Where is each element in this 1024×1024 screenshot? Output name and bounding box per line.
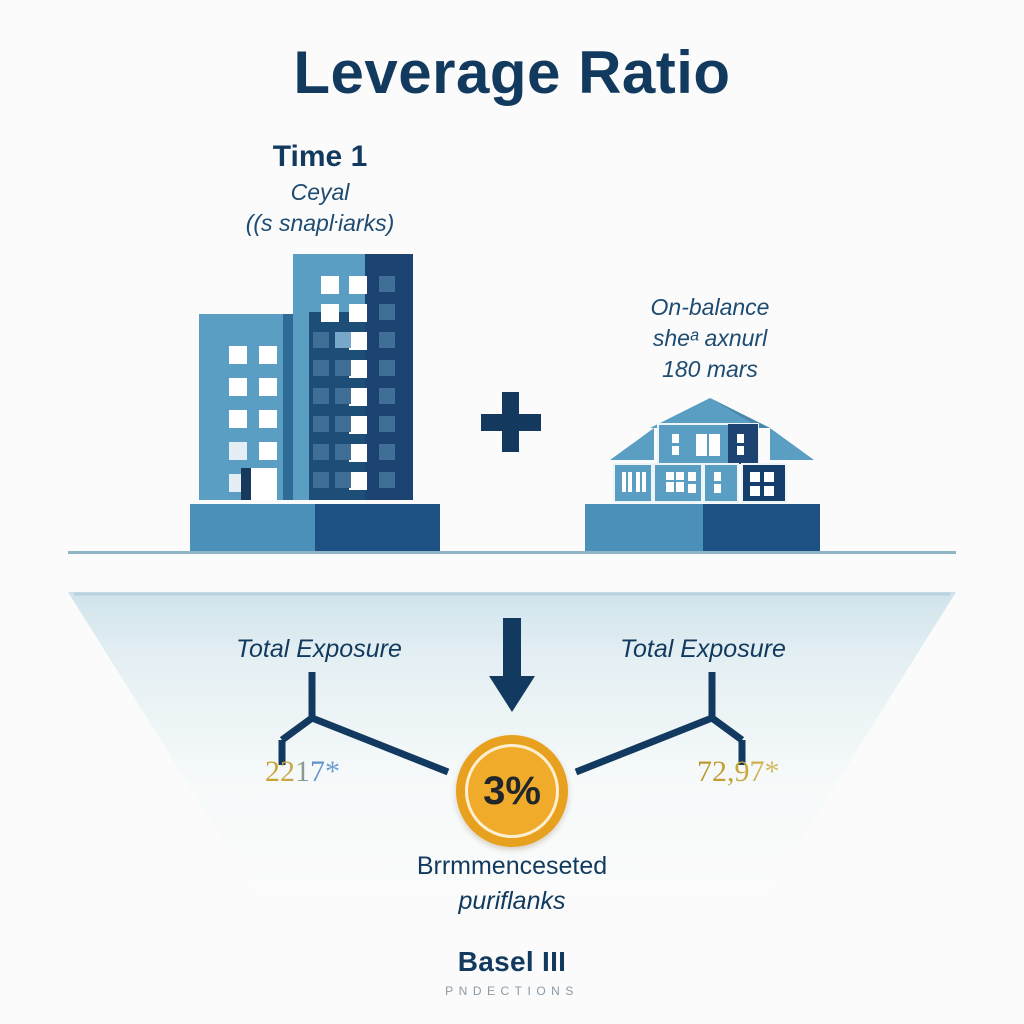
value-left-text: 2217* — [265, 755, 340, 788]
bottom-caption-line2: puriflanks — [458, 886, 566, 915]
office-buildings-icon — [193, 252, 423, 552]
total-exposure-label-left: Total Exposure — [236, 635, 402, 663]
right-caption-line2: sheᵃ axnurl — [652, 324, 768, 351]
footer-tagline: PNDECTIONS — [445, 984, 579, 998]
value-left: 2217* — [265, 755, 340, 789]
right-caption-line3: 180 mars — [662, 355, 758, 382]
ratio-coin-badge: 3% — [456, 735, 568, 847]
left-caption-block: Time 1 Ceyal ((s snapŀiarks) — [195, 138, 445, 238]
left-caption-sub: Ceyal — [290, 179, 350, 206]
building-base-left — [190, 504, 440, 552]
ground-line — [68, 551, 956, 554]
footer-brand-name: Basel III — [457, 946, 567, 977]
total-exposure-label-right: Total Exposure — [620, 635, 786, 663]
right-caption-line1: On-balance — [650, 294, 770, 320]
coin-value: 3% — [483, 768, 541, 813]
value-right: 72,97* — [697, 755, 780, 789]
bottom-caption-line1: Brrmmenceseted — [416, 852, 608, 880]
coin-inner-ring — [465, 744, 559, 838]
left-caption-sub2: ((s snapŀiarks) — [245, 209, 395, 236]
value-right-text: 72,97* — [697, 755, 780, 788]
house-icon — [592, 392, 832, 552]
connector-brackets — [0, 600, 1024, 860]
bottom-caption-block: Brrmmenceseted puriflanks — [0, 850, 1024, 917]
plus-icon — [481, 392, 541, 452]
footer-brand: Basel III PNDECTIONS — [0, 946, 1024, 998]
page-title: Leverage Ratio — [293, 39, 731, 106]
arrow-down-icon — [489, 618, 535, 712]
right-caption-block: On-balance sheᵃ axnurl 180 mars — [600, 292, 820, 384]
building-base-right — [585, 504, 820, 552]
left-caption-main: Time 1 — [272, 140, 368, 173]
